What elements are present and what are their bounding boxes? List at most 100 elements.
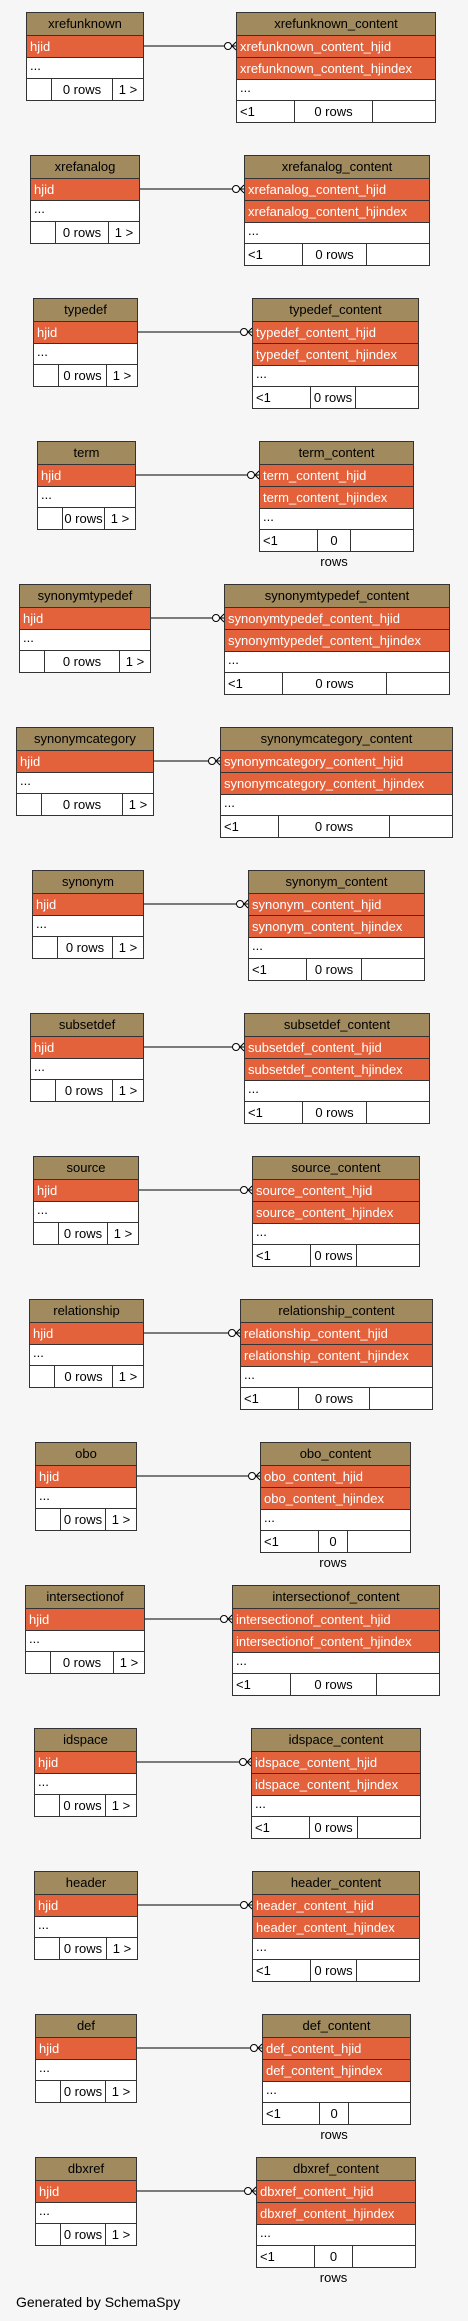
- footer-cell-empty: [357, 1245, 419, 1266]
- row-count: 0 rows: [55, 1366, 113, 1387]
- optional-marker: [232, 185, 240, 193]
- column-hjid: term_content_hjid: [260, 465, 413, 487]
- column-hjindex: xrefunknown_content_hjindex: [237, 58, 435, 80]
- more-columns: ...: [26, 1631, 144, 1652]
- more-columns: ...: [257, 2225, 415, 2246]
- table-name: typedef_content: [253, 299, 418, 322]
- row-count: 0 rows: [52, 79, 113, 100]
- column-hjid: hjid: [31, 1037, 143, 1059]
- column-hjindex: synonymcategory_content_hjindex: [221, 773, 452, 795]
- column-hjindex: typedef_content_hjindex: [253, 344, 418, 366]
- optional-marker: [220, 1615, 228, 1623]
- table-name: xrefanalog: [31, 156, 139, 179]
- row-count: 0 rows: [311, 1960, 357, 1981]
- footer-cell-empty: [351, 530, 413, 551]
- row-count: 0 rows: [315, 2246, 353, 2285]
- parent-count: <1: [263, 2103, 321, 2124]
- column-hjindex: idspace_content_hjindex: [252, 1774, 420, 1796]
- footer-cell-empty: [390, 816, 452, 837]
- footer-cell-empty: [31, 222, 56, 243]
- column-hjindex: term_content_hjindex: [260, 487, 413, 509]
- parent-count: <1: [245, 244, 303, 265]
- column-hjid: hjid: [17, 751, 153, 773]
- footer-cell-empty: [349, 2103, 410, 2124]
- table-name: intersectionof_content: [233, 1586, 439, 1609]
- table-name: obo: [36, 1443, 136, 1466]
- more-columns: ...: [249, 938, 424, 959]
- child-count: 1 >: [118, 1369, 138, 1384]
- column-hjid: def_content_hjid: [263, 2038, 410, 2060]
- table-name: intersectionof: [26, 1586, 144, 1609]
- row-count: 0 rows: [311, 1245, 357, 1266]
- optional-marker: [240, 1901, 248, 1909]
- row-count: 0 rows: [56, 222, 109, 243]
- column-hjid: hjid: [36, 1466, 136, 1488]
- table-footer: 0 rows 1 >: [30, 1366, 143, 1387]
- table-name: xrefanalog_content: [245, 156, 429, 179]
- child-count: 1 >: [125, 654, 145, 669]
- row-count: 0 rows: [299, 1388, 370, 1409]
- parent-count: <1: [253, 1245, 311, 1266]
- child-count: 1 >: [111, 1798, 131, 1813]
- footer-cell-empty: [26, 1652, 51, 1673]
- optional-marker: [232, 1043, 240, 1051]
- table-name: def_content: [263, 2015, 410, 2038]
- footer-cell-empty: [362, 959, 424, 980]
- column-hjindex: dbxref_content_hjindex: [257, 2203, 415, 2225]
- table-name: header: [35, 1872, 137, 1895]
- table-name: header_content: [253, 1872, 419, 1895]
- row-count: 0 rows: [45, 651, 120, 672]
- parent-count: <1: [253, 1960, 311, 1981]
- parent-count: <1: [225, 673, 283, 694]
- optional-marker: [208, 757, 216, 765]
- table-name: synonymtypedef_content: [225, 585, 449, 608]
- row-count: 0 rows: [279, 816, 390, 837]
- optional-marker: [250, 2044, 258, 2052]
- column-hjindex: obo_content_hjindex: [261, 1488, 410, 1510]
- more-columns: ...: [233, 1653, 439, 1674]
- more-columns: ...: [221, 795, 452, 816]
- optional-marker: [236, 900, 244, 908]
- more-columns: ...: [252, 1796, 420, 1817]
- parent-count: <1: [260, 530, 318, 551]
- table-name: xrefunknown: [27, 13, 143, 36]
- table-name: synonym_content: [249, 871, 424, 894]
- column-hjid: hjid: [20, 608, 150, 630]
- column-hjid: dbxref_content_hjid: [257, 2181, 415, 2203]
- more-columns: ...: [33, 916, 143, 937]
- more-columns: ...: [34, 344, 137, 365]
- table-name: dbxref_content: [257, 2158, 415, 2181]
- optional-marker: [240, 328, 248, 336]
- table-name: subsetdef: [31, 1014, 143, 1037]
- column-hjid: hjid: [36, 2038, 136, 2060]
- column-hjid: hjid: [33, 894, 143, 916]
- footer-cell-empty: [348, 1531, 410, 1552]
- row-count: 0 rows: [56, 1080, 113, 1101]
- row-count: 0 rows: [60, 1795, 106, 1816]
- optional-marker: [248, 1472, 256, 1480]
- footer-cell-empty: [33, 937, 58, 958]
- table-footer: 0 rows 1 >: [20, 651, 150, 672]
- column-hjid: intersectionof_content_hjid: [233, 1609, 439, 1631]
- row-count: 0 rows: [318, 530, 351, 569]
- column-hjid: synonym_content_hjid: [249, 894, 424, 916]
